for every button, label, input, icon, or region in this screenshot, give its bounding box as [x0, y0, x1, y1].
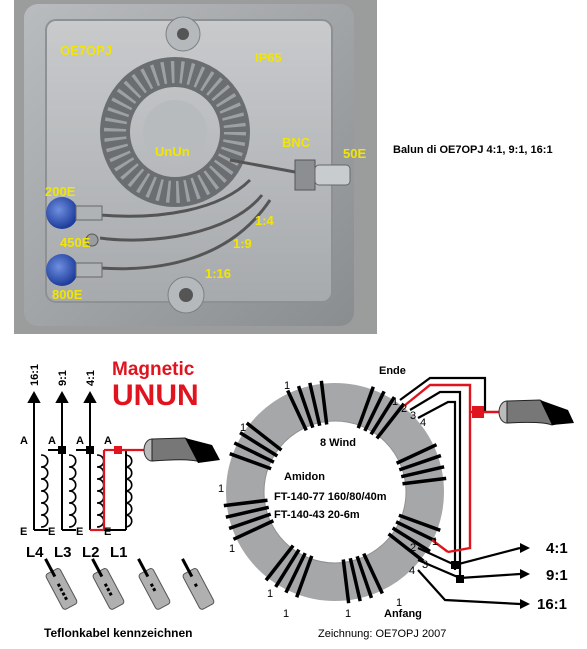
coil-end-letter: E [48, 526, 55, 538]
teflon-label: Teflonkabel kennzeichnen [44, 626, 192, 640]
bnc-connector [314, 164, 351, 186]
bottom-num-2: 2 [410, 542, 416, 554]
turn-label: 1 [229, 543, 235, 555]
teflon-tag [137, 558, 171, 610]
label-anfang: Anfang [384, 608, 422, 620]
label-50e: 50E [343, 146, 366, 161]
toroid-photo [100, 57, 250, 207]
turn-label: 1 [218, 483, 224, 495]
label-ende: Ende [379, 365, 406, 377]
junction-dot [456, 575, 464, 583]
top-num-3: 3 [410, 410, 416, 422]
top-leads [399, 376, 487, 578]
coil-end-letter: E [76, 526, 83, 538]
turn-label: 1 [345, 608, 351, 620]
label-ip65: IP65 [255, 50, 282, 65]
coil-end-letter: E [104, 526, 111, 538]
out-label-9-1: 9:1 [546, 567, 568, 584]
bottom-num-4: 4 [409, 565, 415, 577]
label-800e: 800E [52, 287, 83, 302]
coil-l4 [40, 454, 49, 528]
coil-end-letter: E [20, 526, 27, 538]
label-unun: UnUn [155, 144, 190, 159]
core-type-2: FT-140-43 20-6m [274, 509, 360, 521]
top-num-2: 2 [401, 403, 407, 415]
coil-start-letter: A [20, 435, 28, 447]
post-450-icon [85, 233, 99, 247]
binding-post-200-icon [46, 197, 78, 229]
photo-wires [99, 158, 296, 271]
label-callsign: OE7OPJ [60, 43, 112, 58]
label-1-16: 1:16 [205, 266, 231, 281]
label-bnc: BNC [282, 135, 311, 150]
coil-start-letter: A [104, 435, 112, 447]
title-unun: UNUN [112, 379, 199, 412]
schematic-hot-wire [90, 448, 150, 532]
out-label-16-1: 16:1 [537, 596, 567, 613]
coil-group [40, 454, 133, 528]
screw-hole-icon [179, 288, 193, 302]
title-magnetic: Magnetic [112, 359, 195, 380]
turn-label: 1 [284, 380, 290, 392]
label-200e: 200E [45, 184, 76, 199]
schematic-wiring [33, 449, 140, 531]
junction-dot [58, 446, 66, 454]
junction-dot [451, 561, 459, 569]
photo-caption: Balun di OE7OPJ 4:1, 9:1, 16:1 [393, 144, 553, 156]
turn-label: 1 [240, 422, 246, 434]
junction-dot [86, 446, 94, 454]
output-label-9: 9:1 [57, 370, 69, 386]
coil-name: L4 [26, 544, 44, 561]
output-label-4: 4:1 [85, 370, 97, 386]
toroid-core [226, 383, 444, 601]
coil-name: L3 [54, 544, 72, 561]
label-1-9: 1:9 [233, 236, 252, 251]
turn-label: 1 [267, 588, 273, 600]
coil-name: L2 [82, 544, 100, 561]
teflon-tag [44, 558, 78, 610]
coil-l3 [68, 454, 77, 528]
bottom-num-1: 1 [432, 536, 438, 548]
toroid-brand: Amidon [284, 471, 325, 483]
label-1-4: 1:4 [255, 213, 275, 228]
teflon-markers [44, 558, 215, 610]
top-num-4: 4 [420, 417, 426, 429]
label-450e: 450E [60, 235, 91, 250]
bottom-num-3: 3 [422, 559, 428, 571]
core-type-1: FT-140-77 160/80/40m [274, 491, 387, 503]
coil-start-letter: A [76, 435, 84, 447]
coil-l2 [96, 454, 105, 528]
toroid-windings [223, 380, 447, 604]
turn-label: 1 [396, 597, 402, 609]
screw-hole-icon [177, 28, 189, 40]
teflon-tag [181, 558, 215, 610]
teflon-tag [91, 558, 125, 610]
top-num-1: 1 [392, 396, 398, 408]
binding-post-800-icon [46, 254, 78, 286]
junction-dot [114, 446, 122, 454]
winding-count: 8 Wind [320, 437, 356, 449]
coax-cable-icon [143, 437, 220, 463]
turn-label: 1 [283, 608, 289, 620]
coil-name: L1 [110, 544, 128, 561]
drawing-credit: Zeichnung: OE7OPJ 2007 [318, 628, 446, 640]
coax-cable-top-icon [472, 399, 574, 426]
output-label-16: 16:1 [29, 364, 41, 386]
out-label-4-1: 4:1 [546, 540, 568, 557]
bottom-leads [417, 546, 521, 606]
coil-start-letter: A [48, 435, 56, 447]
